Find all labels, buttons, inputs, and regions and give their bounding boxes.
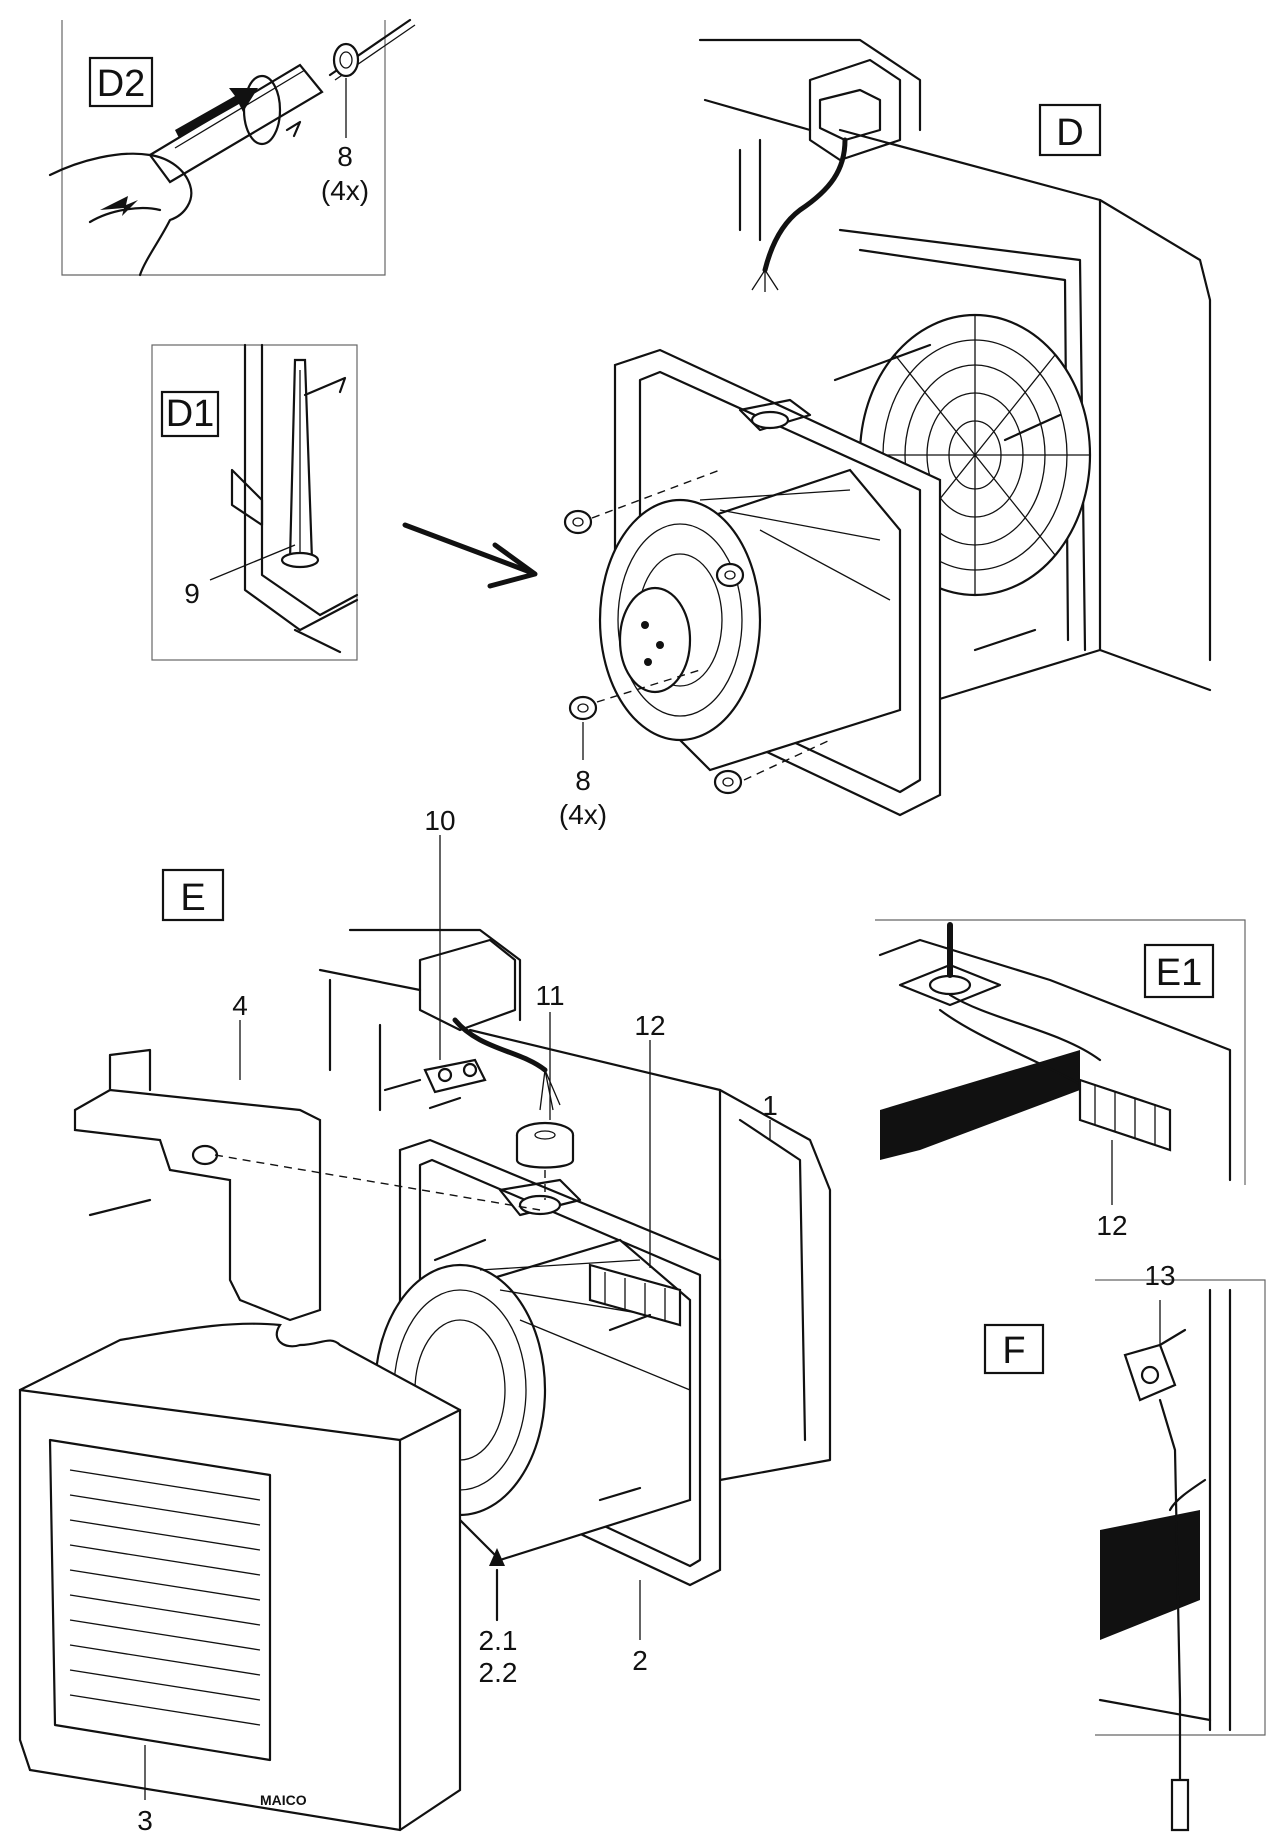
hand-icon [48,152,193,277]
housing-corner [230,343,359,654]
wall-duct [318,928,522,1112]
label-e1: E1 [1156,952,1202,994]
part-number-3: 3 [137,1805,153,1836]
panel-d: D [559,38,1212,830]
direction-arrow-icon [402,522,538,589]
nut-icon [713,769,743,795]
wiring-detail [878,922,1232,1182]
motor-icon [598,468,902,772]
fan-housing [838,128,1212,707]
part-number-9: 9 [184,578,200,609]
power-cable [751,137,848,292]
pull-cord-icon [1158,1398,1207,1832]
panel-e1: E1 12 [875,919,1246,1241]
wall-duct [698,38,922,242]
part-number-12: 12 [634,1010,665,1041]
label-e: E [180,877,205,919]
part-number-2-2: 2.2 [479,1657,518,1688]
push-arrow-icon [175,88,258,138]
cable-grommet-icon [515,1121,575,1200]
panel-f: F 13 [983,1260,1266,1832]
panel-e: E [18,805,832,1836]
quantity-4x: (4x) [559,799,607,830]
part-number-8: 8 [575,765,591,796]
part-number-2-1: 2.1 [479,1625,518,1656]
label-box-e1 [1143,943,1215,999]
maico-logo: MAICO [260,1792,307,1808]
threaded-studs [833,343,1062,652]
pull-switch-icon [1123,1328,1187,1402]
part-number-1: 1 [762,1090,778,1121]
label-box-d1 [160,390,220,438]
grille-louvres [69,1469,261,1726]
label-f: F [1002,1330,1025,1372]
quantity-4x: (4x) [321,175,369,206]
front-cover-icon: MAICO [18,1322,462,1832]
nut-icon [715,562,745,588]
label-d2: D2 [97,63,146,105]
nut-icon [568,695,598,721]
power-cable [452,1017,561,1111]
plastic-pin-icon [280,358,347,569]
label-box-f [983,1323,1045,1375]
panel-d1: D1 9 [151,343,359,661]
part-number-8: 8 [337,141,353,172]
label-box-d2 [88,56,154,108]
nut-icon [332,42,360,78]
panel-d2: D2 8 (4x) [48,18,416,277]
part-number-2: 2 [632,1645,648,1676]
part-number-4: 4 [232,990,248,1021]
label-box-e [161,868,225,922]
label-d: D [1056,112,1083,154]
nut-icon [563,509,593,535]
housing-edge [1098,1288,1232,1732]
part-number-10: 10 [424,805,455,836]
nut-icons [563,509,745,795]
terminal-cover-icon [73,1048,541,1322]
part-number-12: 12 [1096,1210,1127,1241]
label-box-d [1038,103,1102,157]
cable-clamp-icon [383,1058,487,1110]
part-number-11: 11 [535,980,564,1011]
label-d1: D1 [166,393,215,435]
threaded-studs [433,1238,652,1502]
terminal-block-icon [588,1263,682,1327]
part-number-13: 13 [1144,1260,1175,1291]
